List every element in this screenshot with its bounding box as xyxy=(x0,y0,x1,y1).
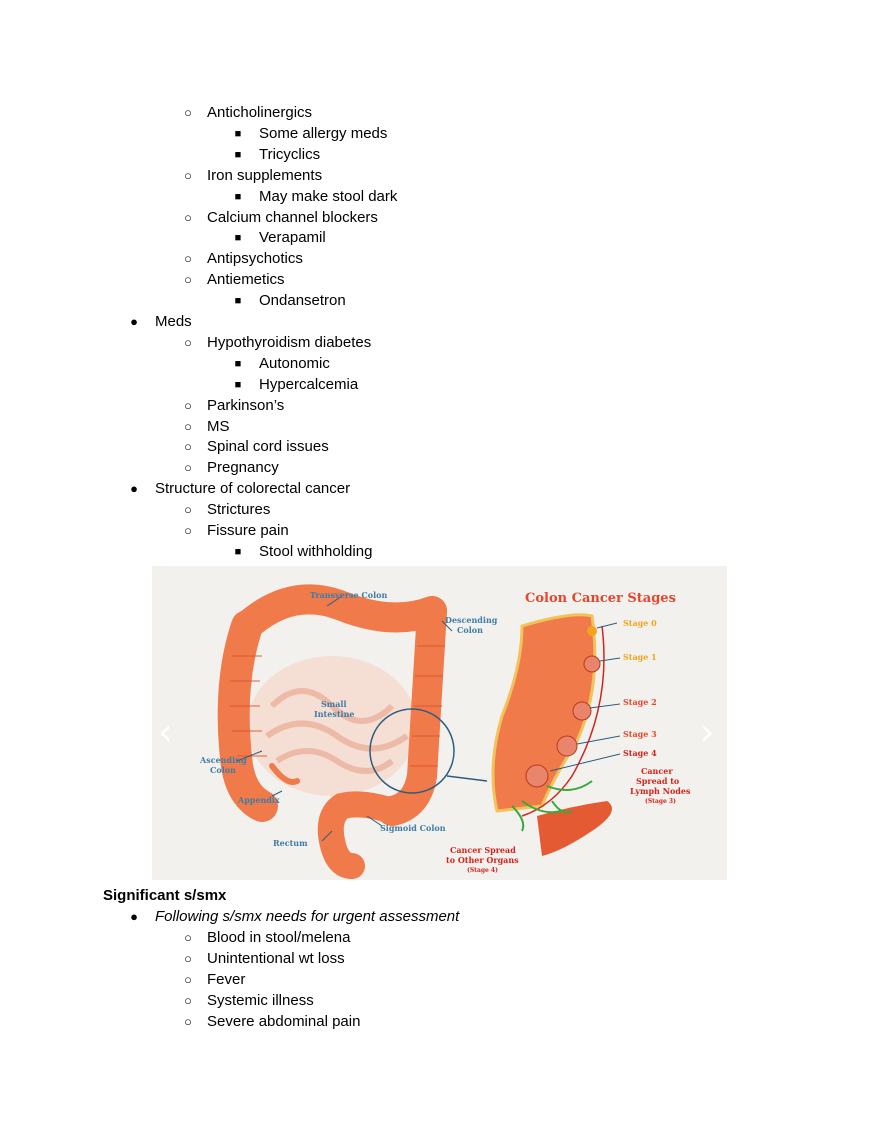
list-item: Hypothyroidism diabetes xyxy=(207,333,372,351)
ascending-colon-shape xyxy=(217,610,278,822)
list-item: Systemic illness xyxy=(207,991,314,1009)
label-stage-2: Stage 2 xyxy=(623,697,657,707)
label-sigmoid-colon: Sigmoid Colon xyxy=(380,823,446,833)
bullet-level-3: ■ xyxy=(234,232,242,245)
bullet-level-2: ○ xyxy=(184,209,192,225)
list-item: May make stool dark xyxy=(259,187,398,205)
label-ascending-line2: Colon xyxy=(210,765,236,775)
bullet-level-2: ○ xyxy=(184,1013,192,1029)
list-item: Ondansetron xyxy=(259,292,346,310)
label-lymph-line4: (Stage 3) xyxy=(645,798,676,805)
list-item: Pregnancy xyxy=(207,459,279,477)
bullet-level-2: ○ xyxy=(184,460,192,476)
label-stage-1: Stage 1 xyxy=(623,652,657,662)
descending-colon-shape xyxy=(377,596,447,826)
bullet-level-2: ○ xyxy=(184,397,192,413)
list-item: Antipsychotics xyxy=(207,250,303,268)
list-item: MS xyxy=(207,417,230,435)
bullet-level-2: ○ xyxy=(184,251,192,267)
list-item: Severe abdominal pain xyxy=(207,1012,361,1030)
colon-section-shape xyxy=(491,613,597,813)
bullet-level-3: ■ xyxy=(234,378,242,391)
list-item: Anticholinergics xyxy=(207,104,313,121)
bullet-level-2: ○ xyxy=(184,992,192,1008)
section-heading: Significant s/smx xyxy=(103,887,227,904)
label-lymph-line1: Cancer xyxy=(641,766,673,776)
colon-anatomy-illustration: Colon Cancer Stages Transverse Colon Des… xyxy=(158,584,714,879)
bullet-level-3: ■ xyxy=(234,190,242,203)
list-item: Stool withholding xyxy=(259,542,373,560)
list-item: Tricyclics xyxy=(259,145,321,163)
bullet-level-2: ○ xyxy=(184,334,192,350)
list-item: Verapamil xyxy=(259,229,326,247)
bullet-level-2: ○ xyxy=(184,418,192,434)
label-small-line2: Intestine xyxy=(314,709,355,719)
list-item: Meds xyxy=(155,313,192,330)
bullet-level-2: ○ xyxy=(184,523,192,538)
bullet-level-2: ○ xyxy=(184,105,192,120)
small-intestine-shape xyxy=(247,656,417,796)
label-rectum: Rectum xyxy=(273,838,308,848)
label-appendix: Appendix xyxy=(237,795,280,805)
list-item: Unintentional wt loss xyxy=(207,949,345,967)
list-item: Spinal cord issues xyxy=(207,438,329,456)
label-ascending-line1: Ascending xyxy=(199,755,247,765)
list-item: Calcium channel blockers xyxy=(207,208,378,226)
figure-title: Colon Cancer Stages xyxy=(525,591,676,606)
colon-lower-shape xyxy=(537,801,612,856)
bullet-level-2: ○ xyxy=(184,929,192,945)
bullet-level-2: ○ xyxy=(184,439,192,455)
label-stage-0: Stage 0 xyxy=(623,618,657,628)
carousel-next-icon[interactable]: › xyxy=(700,712,714,753)
label-stage-4: Stage 4 xyxy=(623,748,657,758)
bullet-level-2: ○ xyxy=(184,971,192,987)
rectum-shape xyxy=(317,791,405,879)
list-item: Antiemetics xyxy=(207,271,285,289)
label-descending-line2: Colon xyxy=(457,625,483,635)
bullet-level-3: ■ xyxy=(234,148,242,161)
list-item: Strictures xyxy=(207,501,271,519)
bullet-level-2: ○ xyxy=(184,950,192,966)
label-stage-3: Stage 3 xyxy=(623,729,657,739)
label-transverse-colon: Transverse Colon xyxy=(310,590,388,600)
bullet-level-1: ● xyxy=(130,314,138,329)
label-lymph-line2: Spread to xyxy=(636,776,680,786)
label-descending-line1: Descending xyxy=(445,615,498,625)
bullet-level-1: ● xyxy=(130,909,138,924)
label-organs-line3: (Stage 4) xyxy=(467,867,498,874)
label-lymph-line3: Lymph Nodes xyxy=(630,786,691,796)
label-small-line1: Small xyxy=(321,699,347,709)
colon-cancer-figure: Colon Cancer Stages Transverse Colon Des… xyxy=(152,566,727,880)
transverse-colon-shape xyxy=(232,584,447,641)
carousel-prev-icon[interactable]: ‹ xyxy=(158,712,172,753)
bullet-level-3: ■ xyxy=(234,295,242,308)
label-organs-line2: to Other Organs xyxy=(446,855,519,865)
bullet-level-3: ■ xyxy=(234,127,242,140)
list-item: Iron supplements xyxy=(207,166,323,184)
list-item: Structure of colorectal cancer xyxy=(155,480,351,498)
label-organs-line1: Cancer Spread xyxy=(450,845,516,855)
list-item: Fever xyxy=(207,970,246,988)
list-item: Autonomic xyxy=(259,354,330,372)
bullet-level-2: ○ xyxy=(184,167,192,183)
list-item: Some allergy meds xyxy=(259,124,388,142)
list-item: Blood in stool/melena xyxy=(207,928,351,946)
bullet-level-3: ■ xyxy=(234,545,242,558)
list-item: Parkinson’s xyxy=(207,396,285,414)
bullet-level-1: ● xyxy=(130,481,138,497)
list-item: Hypercalcemia xyxy=(259,375,359,393)
bullet-level-3: ■ xyxy=(234,357,242,370)
list-item: Fissure pain xyxy=(207,522,289,539)
bullet-level-2: ○ xyxy=(184,502,192,518)
zoom-circle xyxy=(369,708,455,794)
list-item: Following s/smx needs for urgent assessm… xyxy=(155,908,460,925)
bullet-level-2: ○ xyxy=(184,272,192,288)
